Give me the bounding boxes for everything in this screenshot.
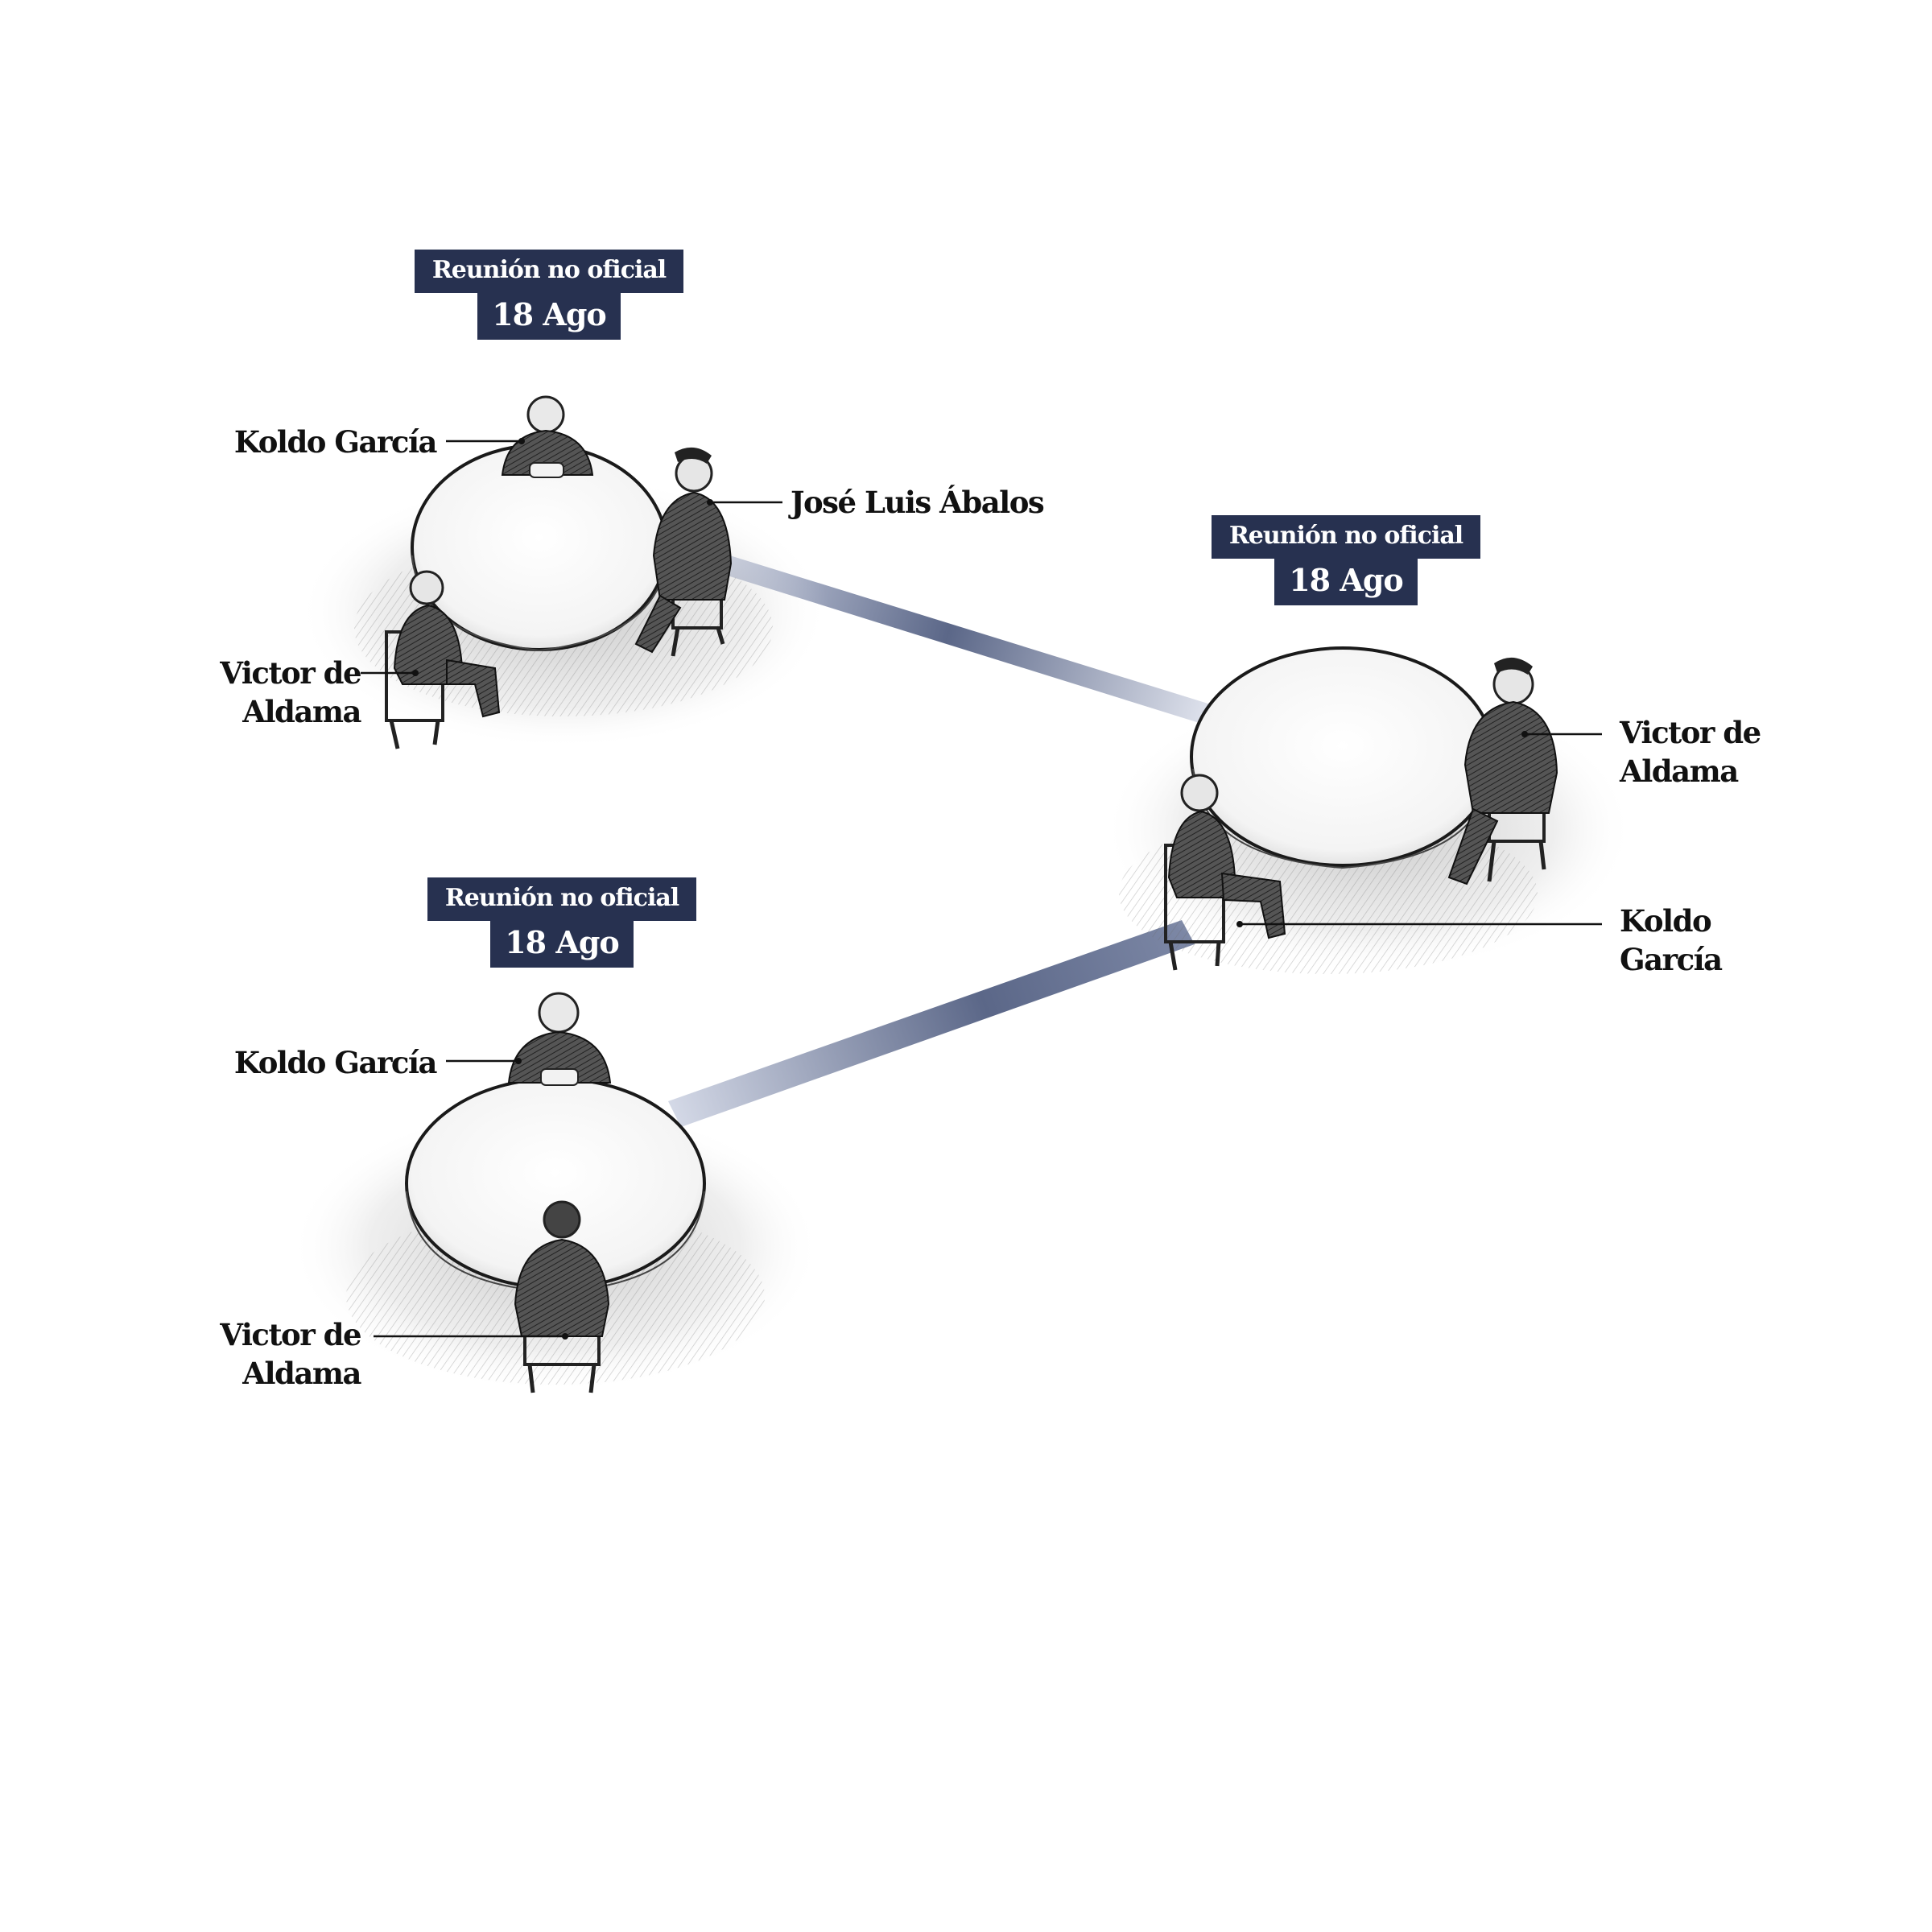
table-2 xyxy=(1190,646,1496,867)
meeting-2-table-group xyxy=(1103,646,1634,974)
meeting-badge-3: Reunión no oficial 18 Ago xyxy=(427,877,697,968)
connector-band-bottom xyxy=(668,920,1195,1127)
badge-date-label: 18 Ago xyxy=(490,921,634,968)
badge-kind-label: Reunión no oficial xyxy=(427,877,697,921)
label-victor-de-aldama-1: Victor de Aldama xyxy=(220,655,361,729)
meeting-1-table-group xyxy=(298,395,829,749)
connector-band-top xyxy=(720,554,1224,729)
label-jose-luis-abalos: José Luis Ábalos xyxy=(791,485,1045,520)
label-victor-de-aldama-3: Victor de Aldama xyxy=(220,1317,361,1391)
figure-koldo-3 xyxy=(507,992,612,1086)
figure-victor-2 xyxy=(1447,657,1558,886)
meeting-badge-1: Reunión no oficial 18 Ago xyxy=(414,250,684,340)
meeting-badge-2: Reunión no oficial 18 Ago xyxy=(1211,515,1481,605)
badge-date-label: 18 Ago xyxy=(1274,559,1418,605)
figure-abalos xyxy=(634,447,733,657)
badge-date-label: 18 Ago xyxy=(477,293,621,340)
label-victor-de-aldama-2: Victor de Aldama xyxy=(1620,715,1761,789)
badge-kind-label: Reunión no oficial xyxy=(1211,515,1481,559)
figure-koldo-2 xyxy=(1164,774,1286,971)
meeting-3-table-group xyxy=(290,992,821,1393)
figure-victor-3 xyxy=(514,1200,610,1393)
label-koldo-garcia-1: Koldo García xyxy=(233,424,438,460)
badge-kind-label: Reunión no oficial xyxy=(414,250,684,293)
label-koldo-garcia-3: Koldo García xyxy=(233,1045,438,1080)
label-koldo-garcia-2: Koldo García xyxy=(1620,903,1723,977)
figure-victor-1 xyxy=(385,570,501,749)
figure-koldo-1 xyxy=(501,395,594,478)
